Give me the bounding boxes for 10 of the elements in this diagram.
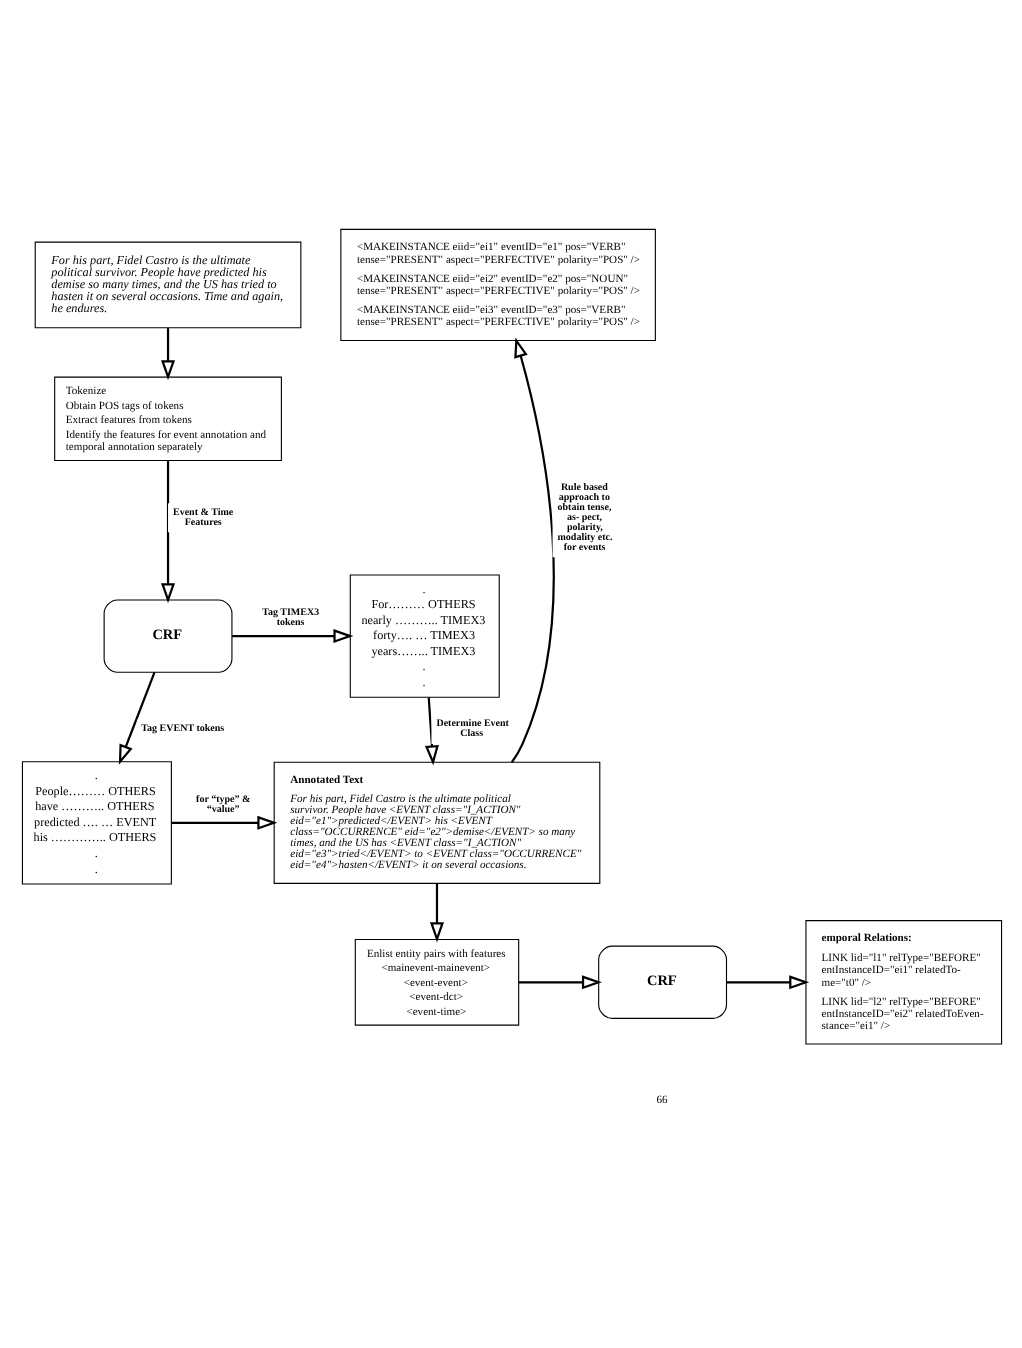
arrow [160,327,175,380]
arrow [509,336,554,762]
arrow [423,696,438,765]
arrow [725,974,809,989]
arrow [428,882,443,942]
arrow [160,459,175,603]
arrow [170,814,277,829]
arrow [231,628,353,643]
arrow [117,670,155,764]
arrow [517,974,601,989]
